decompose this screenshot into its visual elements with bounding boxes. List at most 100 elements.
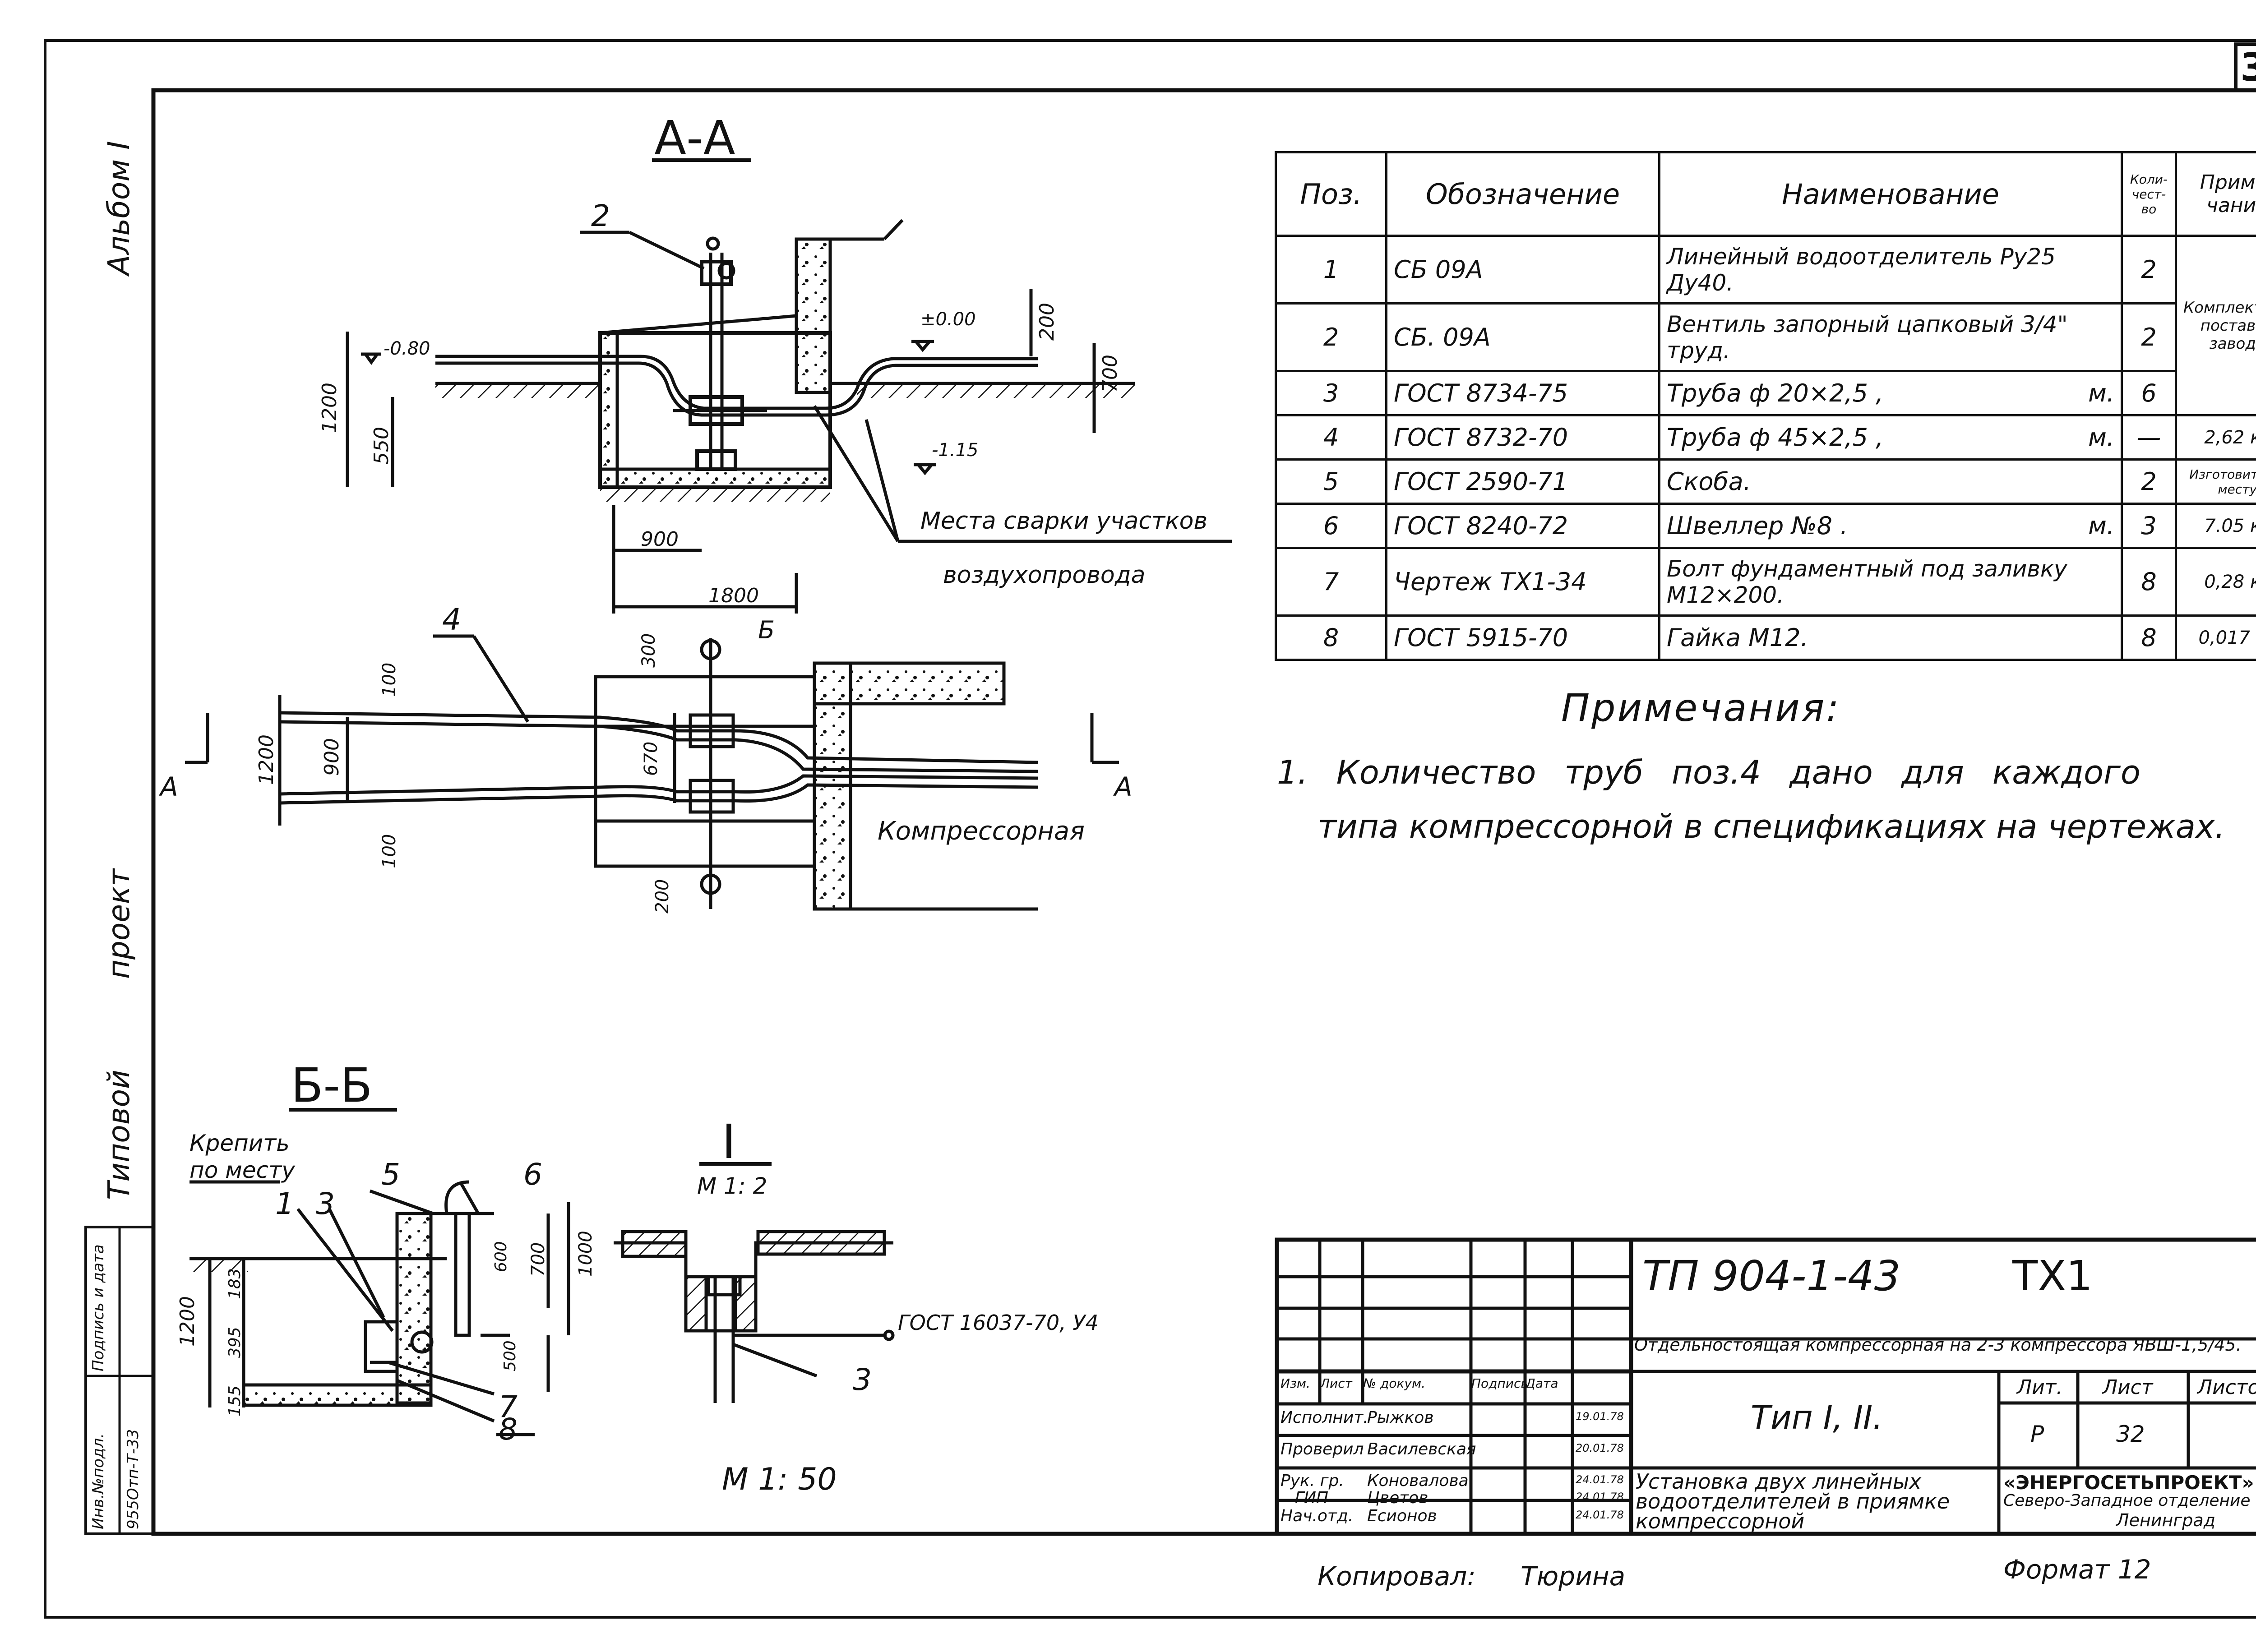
spec-header-name: Наименование [1658, 151, 2123, 237]
spec-note: 0,28 кг [2174, 547, 2256, 617]
spec-code: ГОСТ 8732-70 [1385, 414, 1660, 461]
weld-places-label-2: воздухопровода [943, 562, 1146, 589]
signature-label: Подпись и дата [89, 1244, 107, 1371]
gost-reference: ГОСТ 16037-70, У4 [898, 1311, 1099, 1335]
staff-role: Исполнит. [1281, 1408, 1368, 1427]
dim-670: 670 [641, 741, 661, 776]
spec-row: 3 ГОСТ 8734-75 Труба ф 20×2,5 ,м. 6 [1275, 370, 2256, 416]
callout-3-detail: 3 [853, 1362, 872, 1397]
dim-100-top: 100 [379, 662, 400, 697]
spec-code: ГОСТ 8734-75 [1385, 370, 1660, 416]
dim-200-plan: 200 [652, 879, 673, 914]
spec-qty: 2 [2121, 235, 2177, 305]
header-col-izm: Изм. [1281, 1376, 1310, 1391]
spec-row: 6 ГОСТ 8240-72 Швеллер №8 .м. 3 7.05 кг [1275, 503, 2256, 549]
spec-code: ГОСТ 5915-70 [1385, 614, 1660, 661]
header-col-sign: Подпись [1471, 1376, 1528, 1391]
dim-600: 600 [492, 1241, 510, 1272]
spec-name-cell: Швеллер №8 .м. [1658, 503, 2123, 549]
callout-6: 6 [523, 1157, 542, 1192]
spec-pos: 1 [1275, 235, 1387, 305]
callout-5: 5 [381, 1157, 400, 1192]
staff-date: 24.01.78 [1576, 1490, 1624, 1503]
section-aa-title: А-А [654, 111, 735, 166]
dim-155: 155 [226, 1385, 244, 1417]
staff-date: 20.01.78 [1576, 1442, 1624, 1454]
staff-name: Рыжков [1367, 1408, 1434, 1427]
dim-395: 395 [226, 1327, 244, 1358]
title-block-grid [1275, 1237, 2256, 1536]
project-description: Отдельностоящая компрессорная на 2-3 ком… [1634, 1335, 2242, 1355]
project-label: Типовой проект [102, 868, 136, 1200]
notes-title: Примечания: [1561, 686, 1841, 730]
project-section: ТХ1 [2012, 1252, 2093, 1300]
project-code: ТП 904-1-43 [1642, 1252, 1901, 1300]
spec-header-code: Обозначение [1385, 151, 1660, 237]
spec-qty: 2 [2121, 458, 2177, 505]
spec-header-note: Приме-чание [2174, 151, 2256, 237]
dim-183: 183 [226, 1268, 244, 1299]
staff-name: Василевская [1367, 1440, 1476, 1458]
fix-on-site-label: Крепить [190, 1130, 290, 1156]
staff-date: 24.01.78 [1576, 1473, 1624, 1486]
spec-qty: 8 [2121, 614, 2177, 661]
level-080: -0.80 [384, 338, 430, 359]
spec-row: 2 СБ. 09А Вентиль запорный цапковый 3/4"… [1275, 302, 2256, 372]
spec-row: 1 СБ 09А Линейный водоотделитель Ру25 Ду… [1275, 235, 2256, 416]
fix-on-site-label-2: по месту [190, 1157, 295, 1183]
spec-qty: 8 [2121, 547, 2177, 617]
staff-role: Проверил [1281, 1440, 1364, 1458]
specification-table: Поз. Обозначение Наименование Коли-чест-… [1275, 151, 2256, 661]
header-col-doc: № докум. [1363, 1376, 1426, 1391]
spec-qty: 2 [2121, 302, 2177, 372]
spec-pos: 7 [1275, 547, 1387, 617]
notes-line-2: типа компрессорной в спецификациях на че… [1318, 808, 2225, 845]
spec-note: Изготовить по месту [2174, 458, 2256, 505]
spec-name: Линейный водоотделитель Ру25 Ду40. [1658, 235, 2123, 305]
inv-label: Инв.№подл. [89, 1433, 107, 1529]
staff-role: ГИП [1295, 1489, 1329, 1507]
sheet-value: 32 [2116, 1421, 2145, 1447]
copied-label: Копировал: [1318, 1561, 1476, 1592]
spec-name: Труба ф 45×2,5 , [1667, 423, 1884, 452]
callout-1: 1 [275, 1186, 294, 1221]
callout-2: 2 [591, 198, 610, 233]
spec-name: Болт фундаментный под заливку М12×200. [1658, 547, 2123, 617]
drawing-type: Тип I, II. [1751, 1398, 1883, 1436]
detail-one-drawing [614, 1162, 895, 1403]
staff-role: Рук. гр. [1281, 1472, 1344, 1490]
sheet-outer-border [44, 39, 2256, 1619]
spec-pos: 5 [1275, 458, 1387, 505]
spec-name: Вентиль запорный цапковый 3/4" труд. [1658, 302, 2123, 372]
dim-700-bb: 700 [528, 1242, 549, 1277]
copier-name: Тюрина [1521, 1561, 1626, 1592]
spec-name-cell: Труба ф 45×2,5 ,м. [1658, 414, 2123, 461]
lit-label: Лит. [2017, 1376, 2063, 1399]
detail-scale: М 1: 2 [697, 1173, 767, 1199]
dim-300: 300 [638, 633, 659, 668]
level-115: -1.15 [932, 440, 979, 461]
sheet-label: Лист [2103, 1376, 2153, 1399]
dim-1200-plan: 1200 [255, 734, 278, 785]
org-branch: Северо-Западное отделение [2003, 1491, 2251, 1510]
drawing-scale: М 1: 50 [722, 1462, 837, 1497]
spec-row: 7 Чертеж ТХ1-34 Болт фундаментный под за… [1275, 547, 2256, 617]
sheet-frame [151, 88, 2256, 1536]
weld-places-label: Места сварки участков [920, 508, 1208, 535]
compressor-room-label: Компрессорная [878, 817, 1085, 846]
spec-row: 4 ГОСТ 8732-70 Труба ф 45×2,5 ,м. — 2,62… [1275, 414, 2256, 461]
section-b-marker: Б [758, 616, 775, 644]
section-bb-title: Б-Б [291, 1058, 373, 1113]
spec-code: СБ. 09А [1385, 302, 1660, 372]
staff-name: Коновалова [1367, 1472, 1469, 1490]
staff-name: Есионов [1367, 1507, 1437, 1525]
staff-date: 19.01.78 [1576, 1410, 1624, 1423]
header-col-list: Лист [1320, 1376, 1352, 1391]
dim-200-aa: 200 [1036, 303, 1059, 341]
dim-900-aa: 900 [641, 528, 679, 551]
dim-1200-aa: 1200 [318, 383, 341, 433]
spec-header-row: Поз. Обозначение Наименование Коли-чест-… [1275, 151, 2256, 237]
spec-note: 7.05 кг [2174, 503, 2256, 549]
